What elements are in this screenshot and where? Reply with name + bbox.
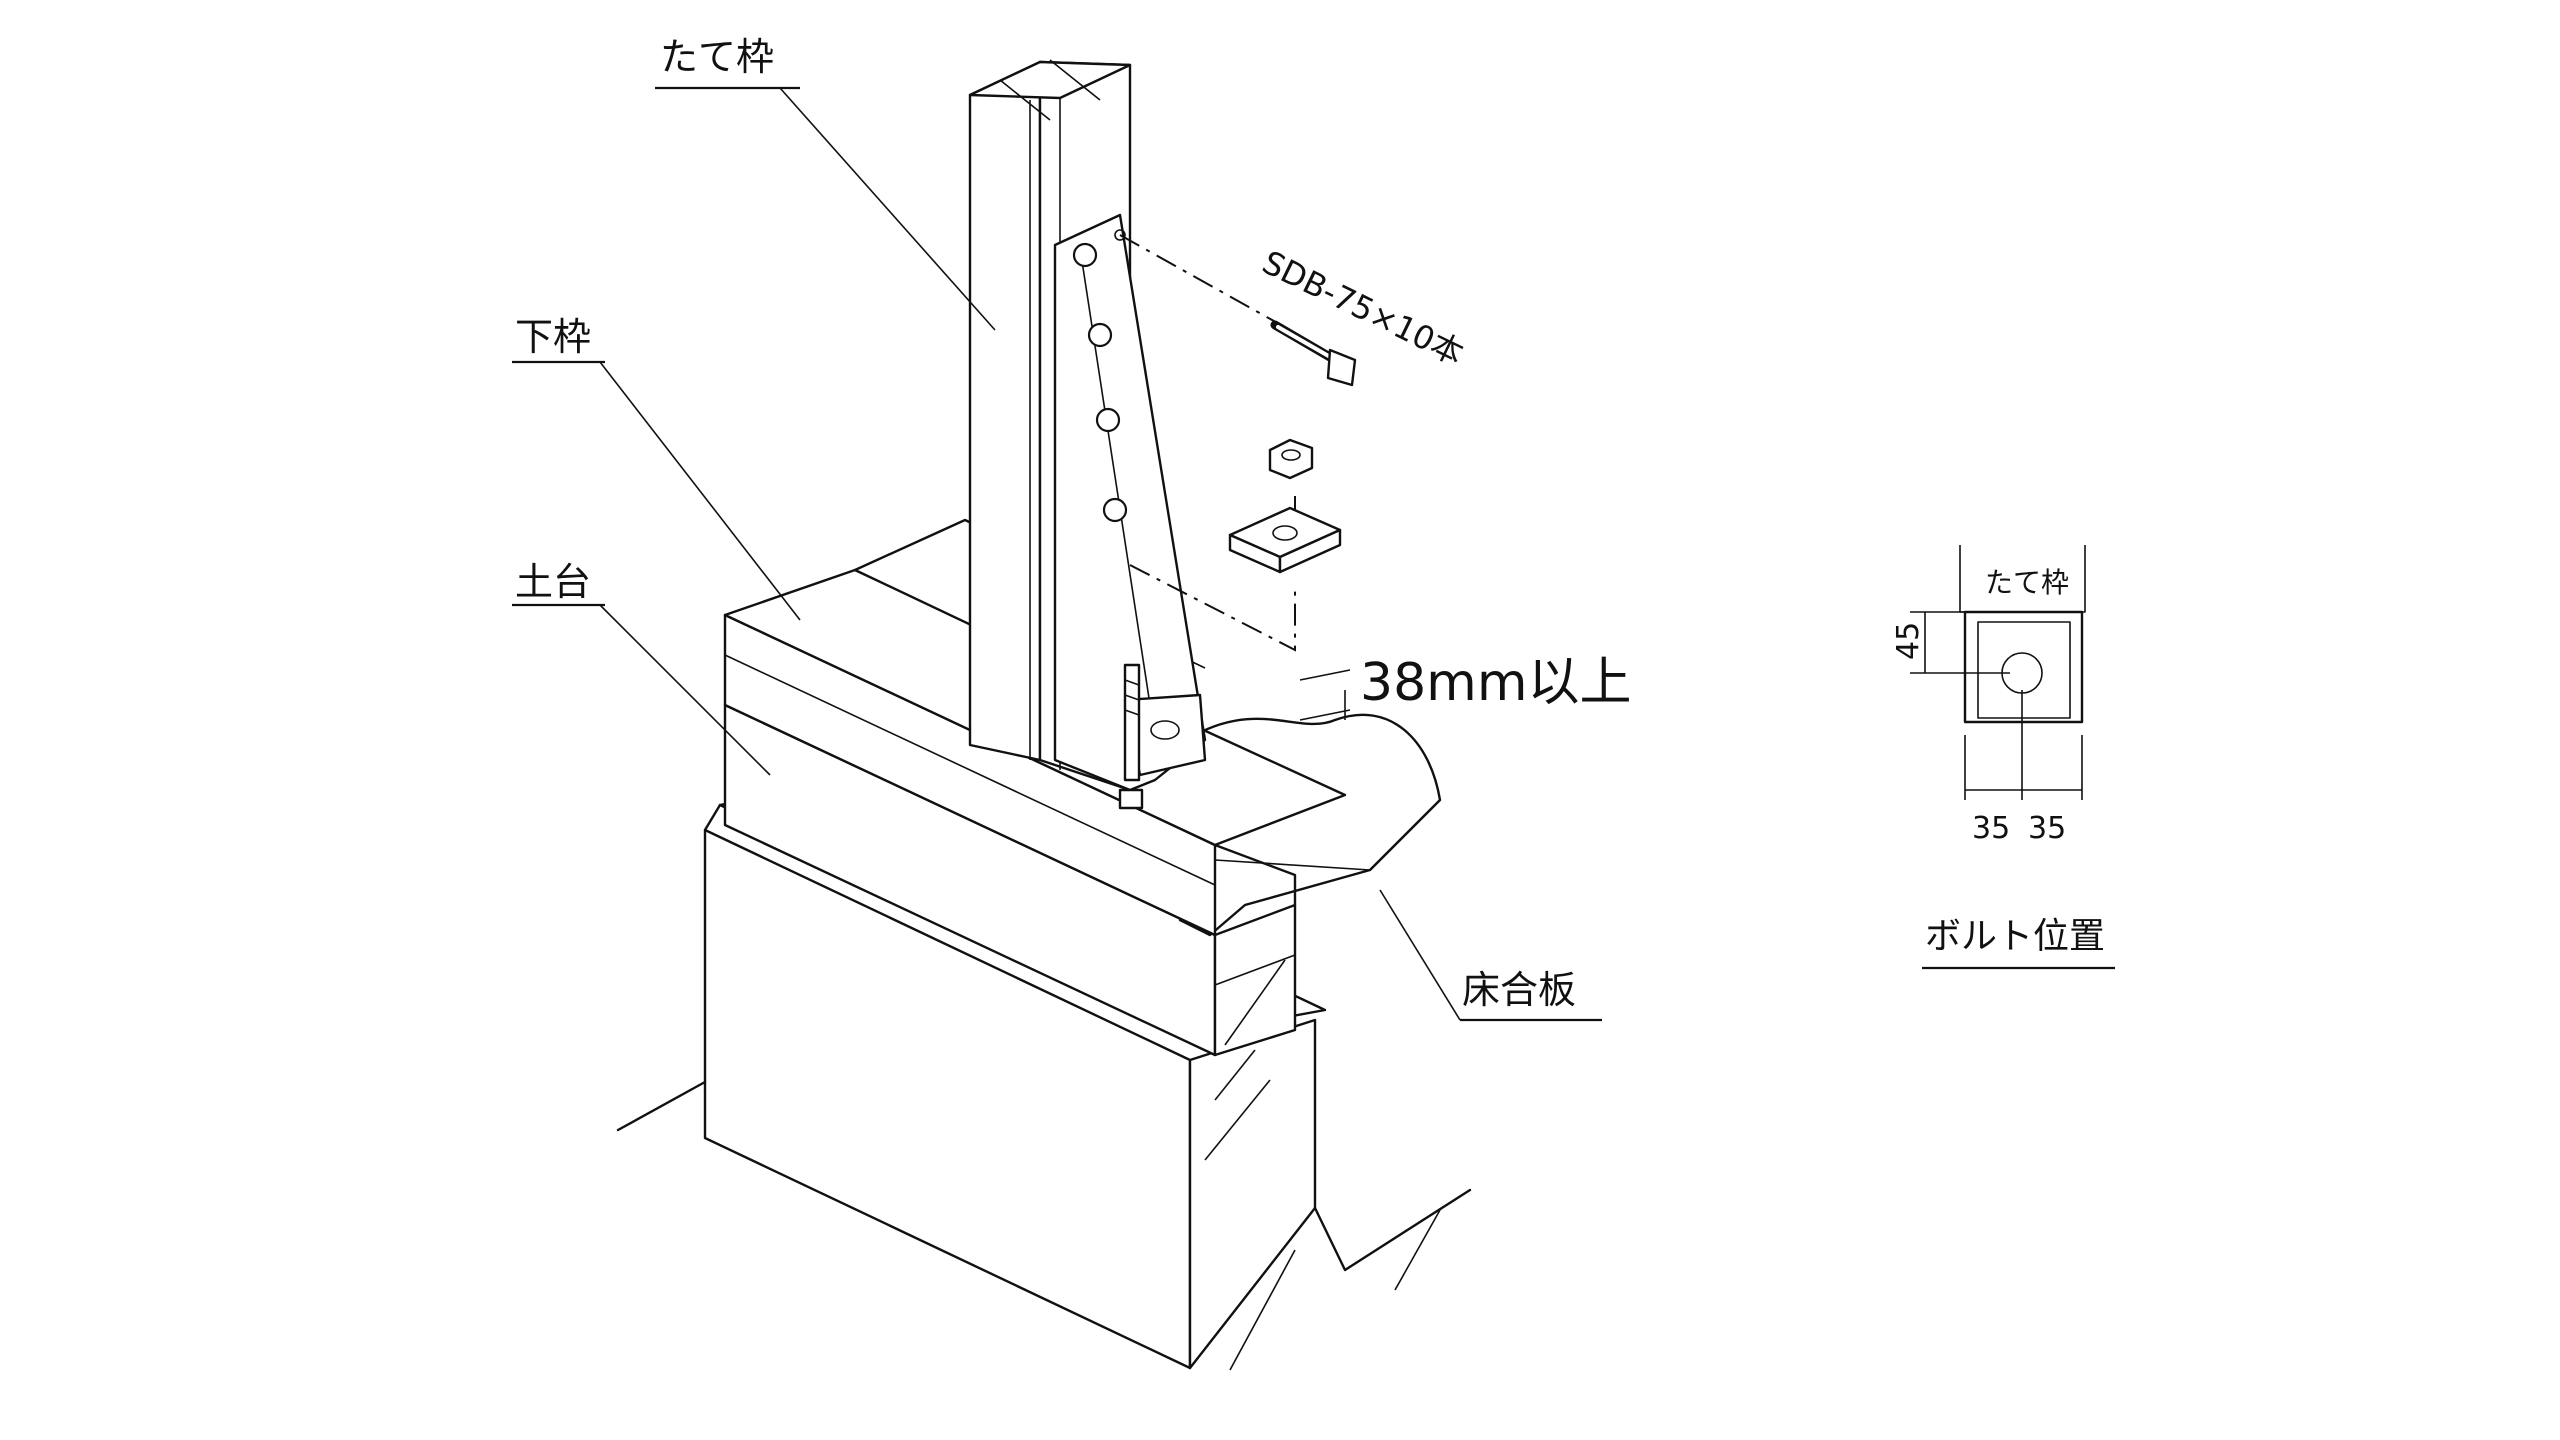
anchor-bolt-foot: [1118, 788, 1144, 810]
label-bolt-spec: SDB-75×10本: [1256, 243, 1469, 373]
screw-bolt: [1270, 320, 1357, 387]
bolt-head-4: [1102, 497, 1128, 523]
depth-dimension: [1299, 669, 1351, 721]
detail-member-label: たて枠: [1985, 566, 2069, 599]
bolt-position-detail: たて枠 45 35 35 ボルト位置: [1891, 545, 2115, 970]
bolt-head-1: [1072, 242, 1098, 268]
label-yukagouhan: 床合板: [1462, 968, 1576, 1012]
detail-stud-section: [1963, 610, 2084, 724]
dodai-sill: [723, 703, 1297, 1057]
bolt-head-3: [1095, 407, 1121, 433]
hold-down-bracket: [1053, 213, 1207, 810]
label-shita-waku: 下枠: [515, 315, 591, 359]
washer-plate: [1228, 506, 1342, 574]
label-min-depth: 38mm以上: [1360, 653, 1631, 713]
dim-35-left: 35: [1972, 811, 2010, 846]
label-dodai: 土台: [515, 560, 591, 604]
nut: [1268, 438, 1314, 480]
bolt-head-2: [1087, 322, 1113, 348]
label-tate-waku: たて枠: [660, 35, 774, 79]
dim-35-right: 35: [2028, 811, 2066, 846]
leader-lines: [599, 87, 1461, 1021]
detail-title: ボルト位置: [1925, 916, 2105, 957]
dim-45: 45: [1891, 622, 1926, 660]
